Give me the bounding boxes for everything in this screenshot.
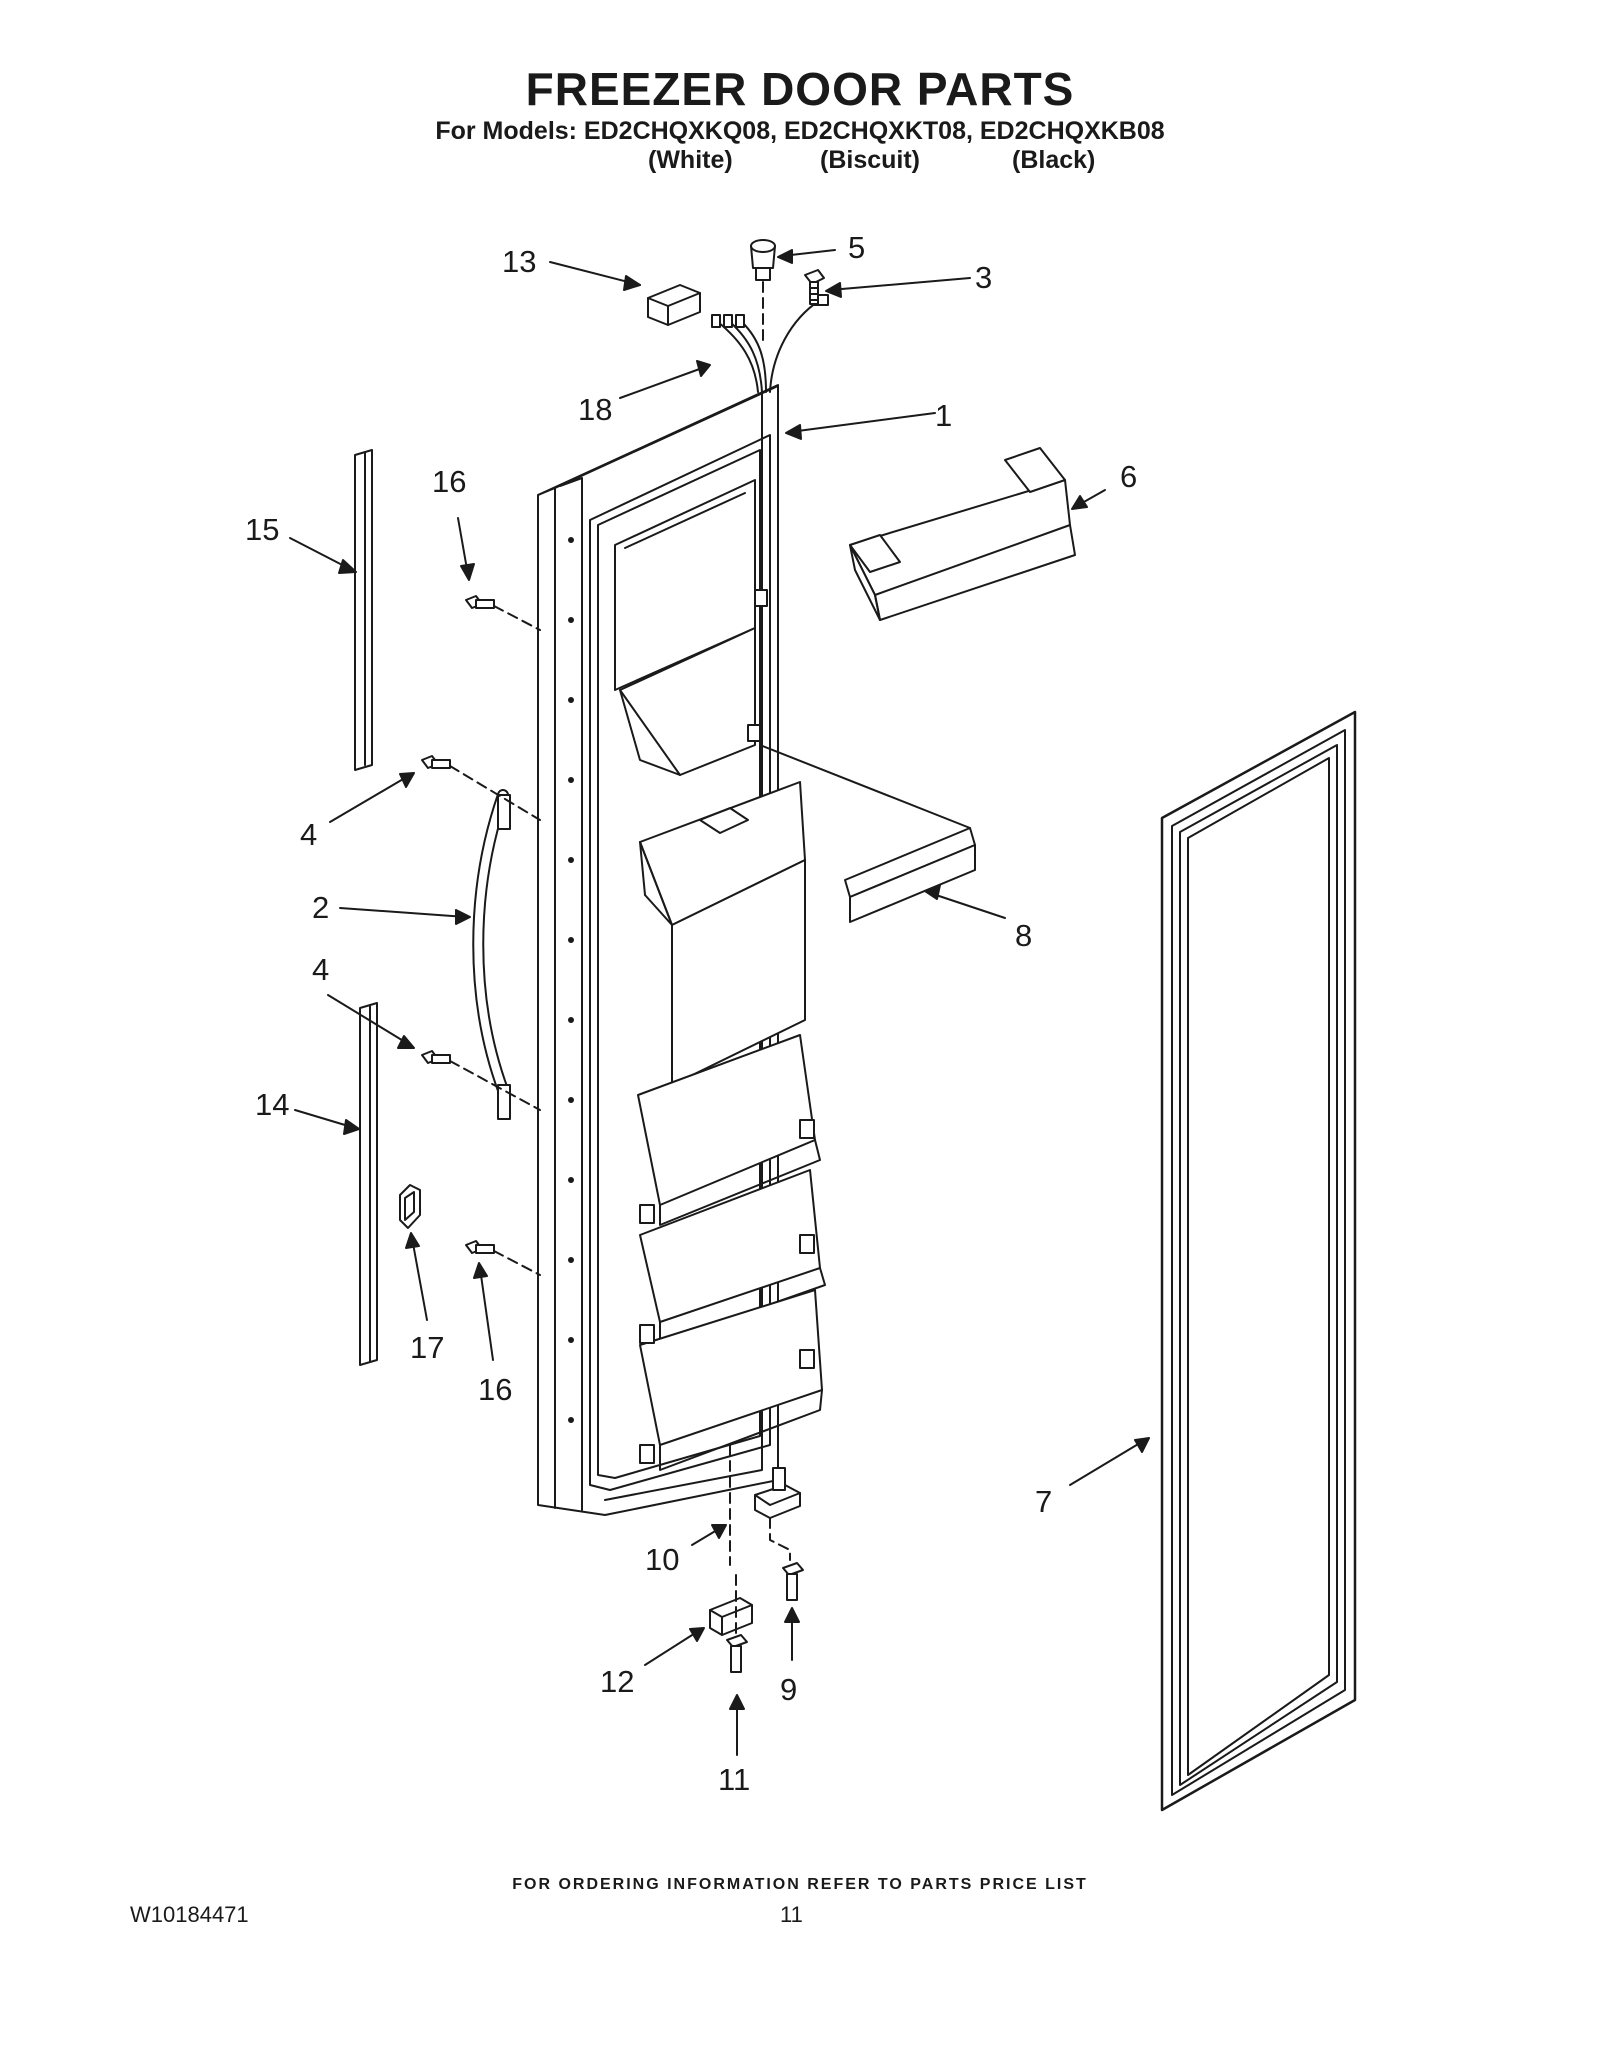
callout-13: 13 <box>502 244 536 279</box>
callout-4-top: 4 <box>300 817 317 852</box>
page-title: FREEZER DOOR PARTS <box>525 63 1075 115</box>
part-10-hinge <box>729 1444 801 1566</box>
callout-7: 7 <box>1035 1484 1052 1519</box>
callout-numbers: 1 2 3 4 4 5 6 7 8 9 10 11 12 13 14 15 16… <box>245 230 1137 1797</box>
part-9-screw <box>782 1562 804 1601</box>
part-14-trim <box>359 1002 378 1366</box>
callout-5: 5 <box>848 230 865 265</box>
callout-14: 14 <box>255 1087 289 1122</box>
part-6-shelf-bin <box>849 447 1076 621</box>
part-7-gasket <box>1160 710 1357 1812</box>
part-12-hinge-block <box>709 1597 753 1636</box>
variant-white: (White) <box>648 146 733 174</box>
part-11-screw <box>726 1574 748 1673</box>
part-13-connector <box>647 284 701 326</box>
callout-2: 2 <box>312 890 329 925</box>
variant-black: (Black) <box>1012 146 1096 174</box>
leader-lines <box>289 249 1150 1756</box>
callout-6: 6 <box>1120 459 1137 494</box>
part-5-light-socket <box>750 239 776 341</box>
page-number: 11 <box>780 1902 803 1927</box>
callout-16-top: 16 <box>432 464 466 499</box>
callout-1: 1 <box>935 398 952 433</box>
variant-biscuit: (Biscuit) <box>820 146 920 174</box>
part-8-trim <box>759 744 976 923</box>
ordering-note: FOR ORDERING INFORMATION REFER TO PARTS … <box>512 1876 1088 1893</box>
document-id: W10184471 <box>130 1902 249 1927</box>
part-3-screw <box>804 269 825 305</box>
callout-12: 12 <box>600 1664 634 1699</box>
callout-17: 17 <box>410 1330 444 1365</box>
part-16-screws <box>465 595 541 1276</box>
callout-10: 10 <box>645 1542 679 1577</box>
part-1-door-liner <box>537 384 826 1516</box>
callout-3: 3 <box>975 260 992 295</box>
part-18-wire-harness <box>711 294 829 393</box>
part-15-trim <box>354 449 373 771</box>
callout-8: 8 <box>1015 918 1032 953</box>
callout-4-bottom: 4 <box>312 952 329 987</box>
callout-16-bottom: 16 <box>478 1372 512 1407</box>
callout-18: 18 <box>578 392 612 427</box>
part-4-screws <box>421 755 541 1111</box>
callout-11: 11 <box>718 1762 750 1797</box>
callout-15: 15 <box>245 512 279 547</box>
models-line: For Models: ED2CHQXKQ08, ED2CHQXKT08, ED… <box>435 117 1165 145</box>
part-2-handle <box>472 789 511 1120</box>
part-17-clip <box>399 1184 421 1229</box>
callout-9: 9 <box>780 1672 797 1707</box>
